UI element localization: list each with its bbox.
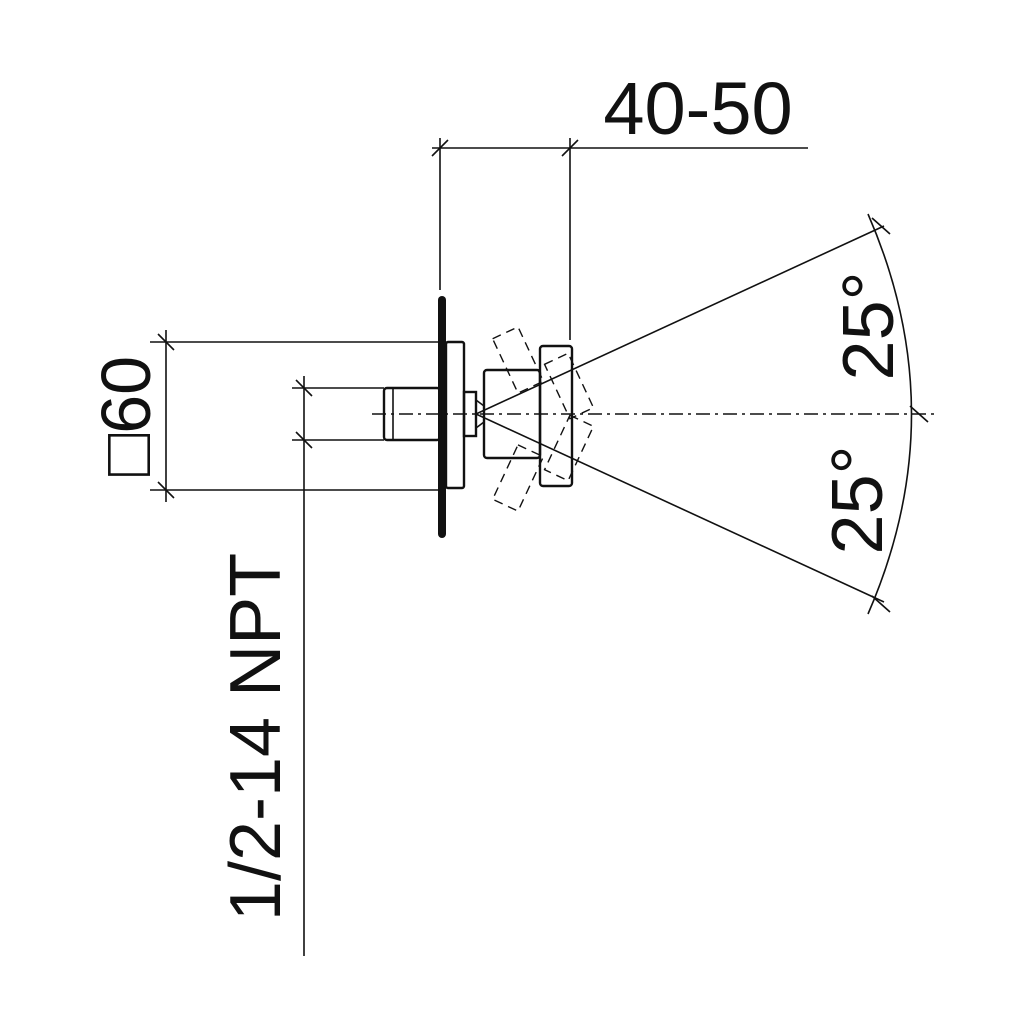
thread-label: 1/2-14 NPT <box>216 553 296 921</box>
angle-dimension <box>475 213 929 615</box>
wall-plate <box>438 296 446 538</box>
handle-hub <box>538 344 574 488</box>
square-dimension <box>150 330 440 502</box>
thread-dimension <box>292 376 384 956</box>
depth-dimension <box>431 138 808 340</box>
handle-rotated-lower <box>491 414 595 513</box>
depth-range-label: 40-50 <box>603 67 792 150</box>
angle-upper-label: 25° <box>829 272 909 381</box>
square-size-label: □60 <box>87 356 165 476</box>
angle-lower-label: 25° <box>818 446 898 555</box>
handle-rotated-upper <box>491 325 595 420</box>
